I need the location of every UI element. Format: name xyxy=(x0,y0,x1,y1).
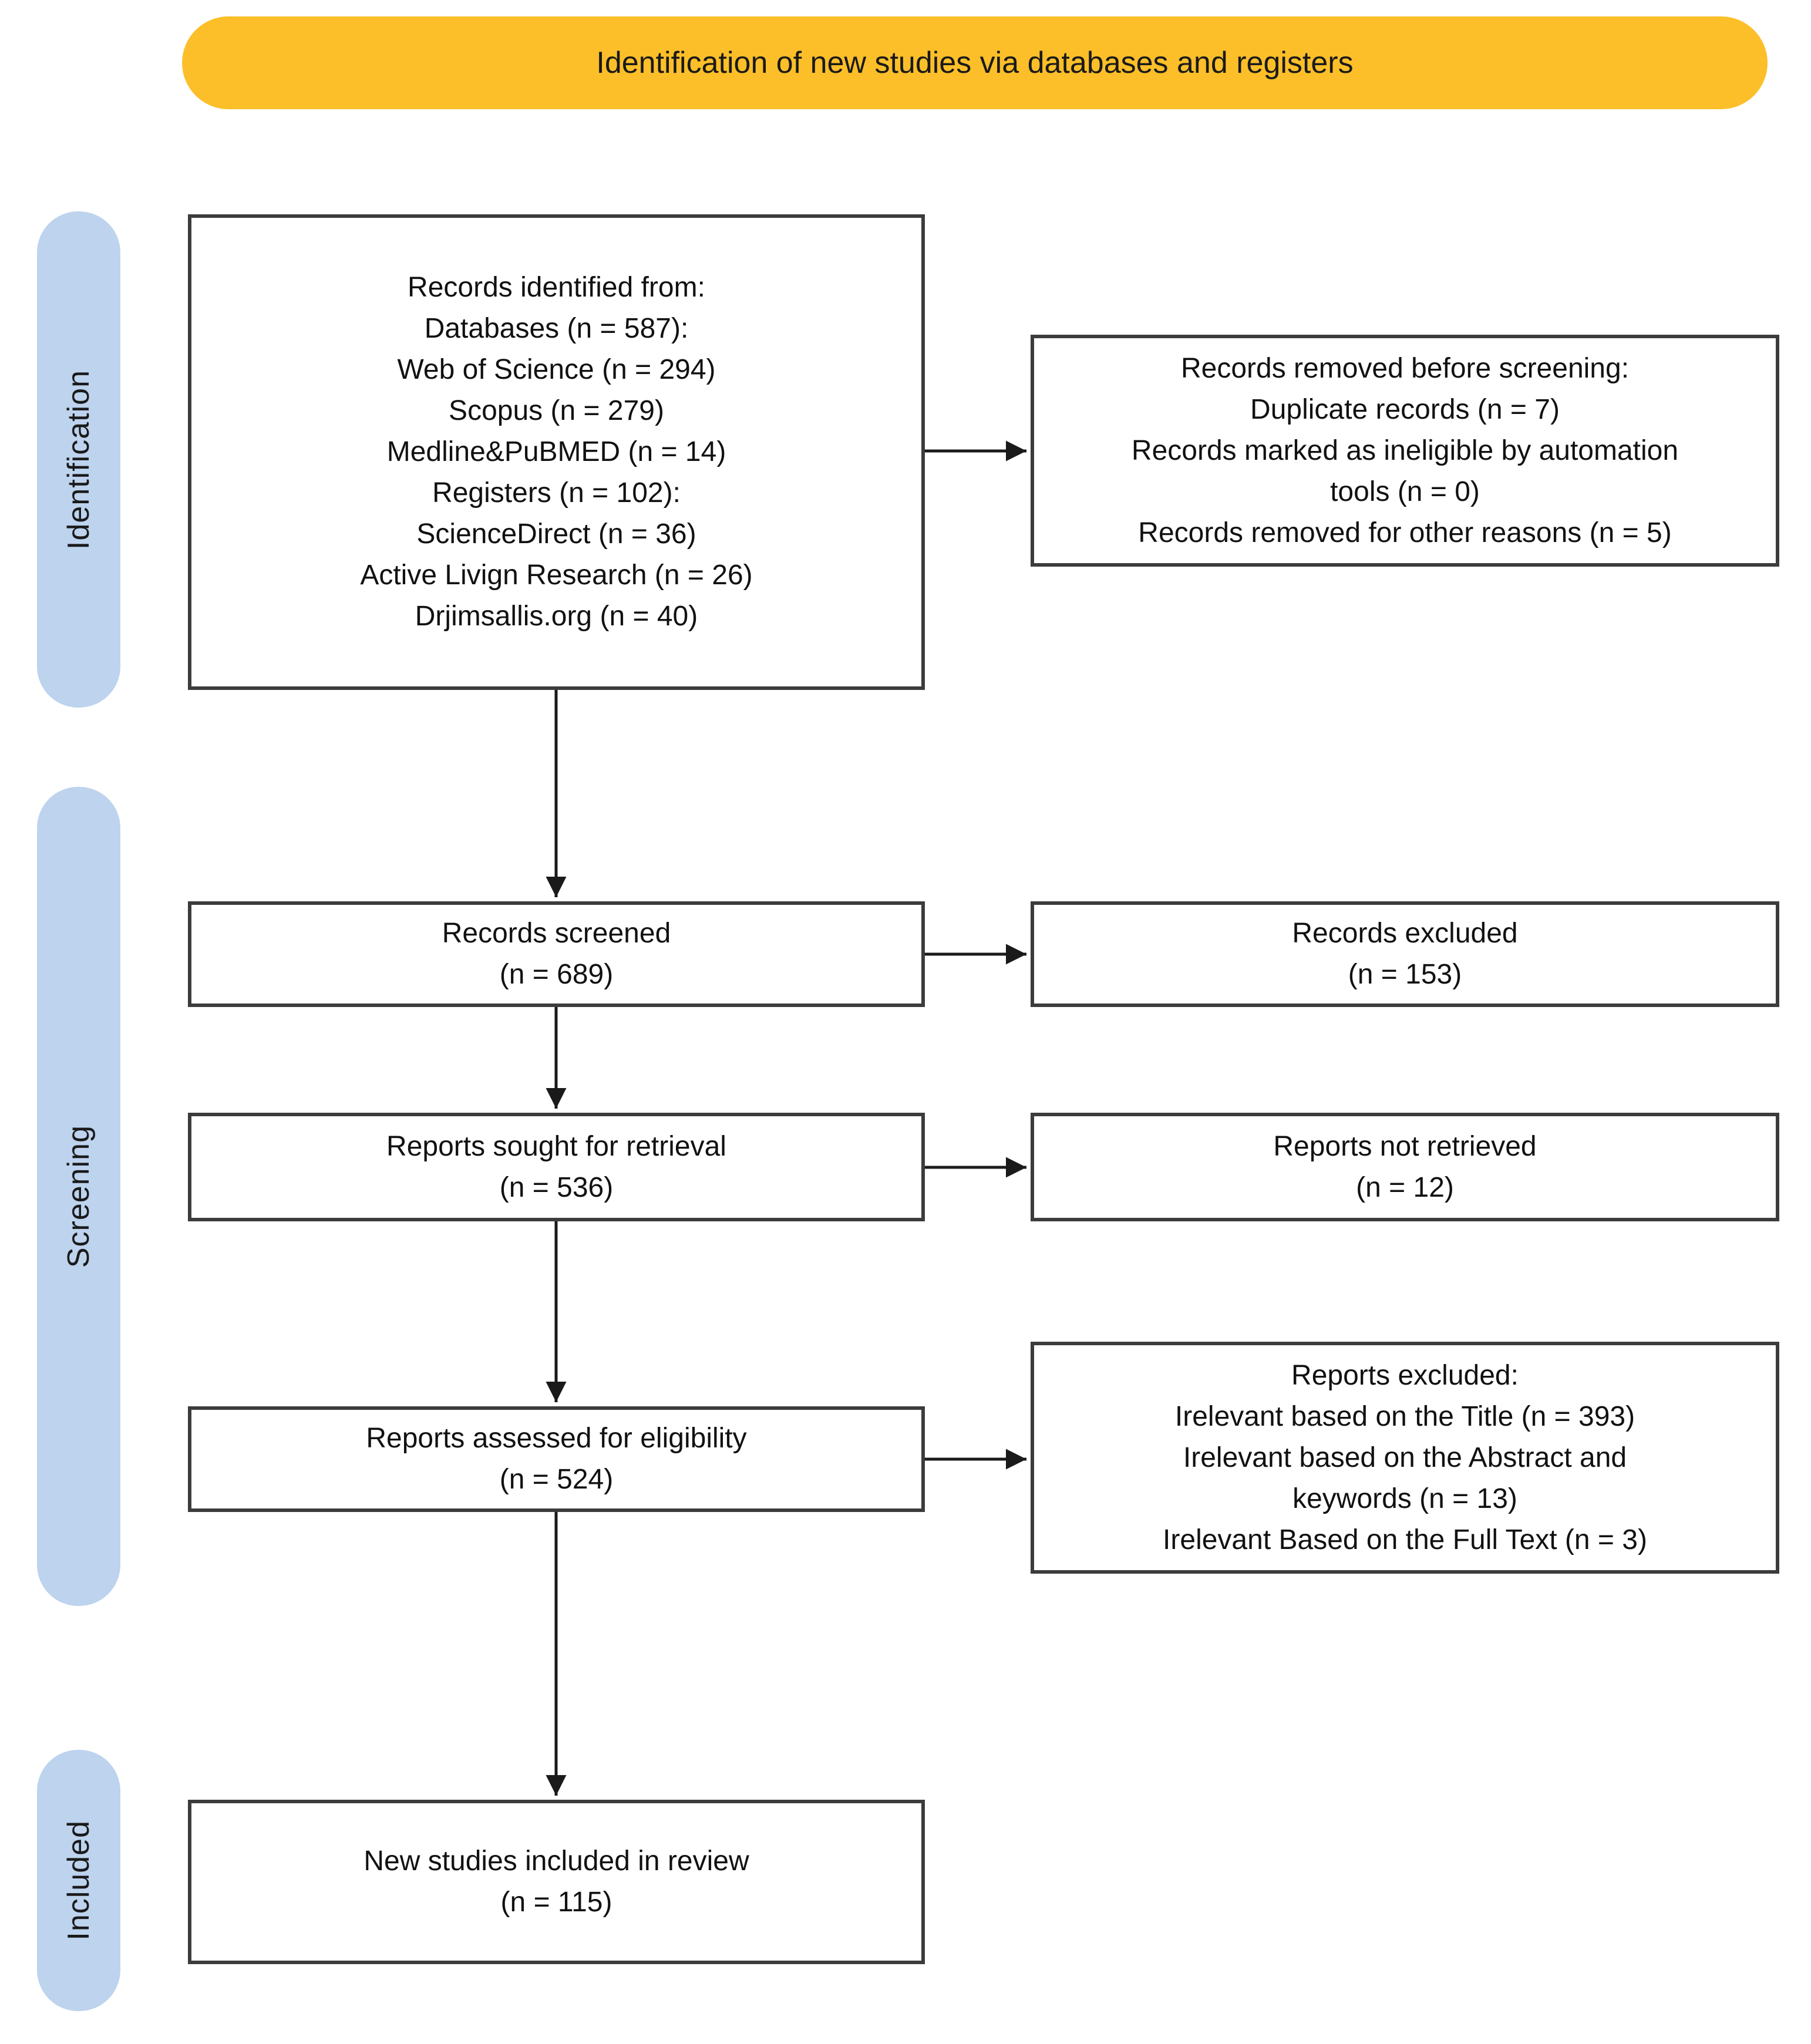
box-line: (n = 536) xyxy=(499,1171,614,1203)
box-line: Registers (n = 102): xyxy=(432,477,681,509)
box-line: Duplicate records (n = 7) xyxy=(1250,393,1560,425)
box-line: (n = 689) xyxy=(499,959,614,990)
stage-label-text: Identification xyxy=(62,369,96,550)
box-reports-assessed: Reports assessed for eligibility (n = 52… xyxy=(188,1406,925,1512)
box-line: tools (n = 0) xyxy=(1330,476,1480,507)
box-line: ScienceDirect (n = 36) xyxy=(416,518,696,550)
banner-title: Identification of new studies via databa… xyxy=(596,46,1354,80)
box-records-removed: Records removed before screening: Duplic… xyxy=(1031,335,1779,567)
box-line: Scopus (n = 279) xyxy=(449,395,664,426)
box-line: Records excluded xyxy=(1292,918,1518,949)
box-line: Medline&PuBMED (n = 14) xyxy=(386,436,726,467)
box-line: Reports assessed for eligibility xyxy=(366,1423,747,1454)
box-records-identified: Records identified from: Databases (n = … xyxy=(188,214,925,690)
box-new-studies-included: New studies included in review (n = 115) xyxy=(188,1800,925,1964)
stage-label-included: Included xyxy=(37,1750,120,2011)
box-reports-sought: Reports sought for retrieval (n = 536) xyxy=(188,1113,925,1221)
stage-label-text: Screening xyxy=(62,1124,96,1268)
stage-label-screening: Screening xyxy=(37,787,120,1606)
box-reports-not-retrieved: Reports not retrieved (n = 12) xyxy=(1031,1113,1779,1221)
box-line: New studies included in review xyxy=(363,1846,749,1877)
box-line: (n = 153) xyxy=(1348,959,1462,990)
box-line: Web of Science (n = 294) xyxy=(397,354,716,385)
box-line: Reports sought for retrieval xyxy=(386,1130,726,1162)
box-line: Databases (n = 587): xyxy=(424,313,689,344)
box-line: Reports excluded: xyxy=(1291,1359,1519,1391)
box-line: Active Livign Research (n = 26) xyxy=(360,560,753,591)
box-records-screened: Records screened (n = 689) xyxy=(188,901,925,1007)
box-line: Records removed for other reasons (n = 5… xyxy=(1138,517,1672,548)
box-line: (n = 524) xyxy=(499,1464,614,1495)
box-line: Irelevant based on the Title (n = 393) xyxy=(1174,1400,1635,1432)
banner: Identification of new studies via databa… xyxy=(182,16,1768,109)
box-records-excluded: Records excluded (n = 153) xyxy=(1031,901,1779,1007)
stage-label-text: Included xyxy=(62,1820,96,1941)
box-line: keywords (n = 13) xyxy=(1292,1483,1517,1514)
box-line: Records identified from: xyxy=(408,272,705,303)
stage-label-identification: Identification xyxy=(37,211,120,708)
box-line: Records marked as ineligible by automati… xyxy=(1131,435,1679,466)
box-line: (n = 12) xyxy=(1356,1171,1454,1203)
box-line: Records screened xyxy=(442,918,671,949)
box-line: Reports not retrieved xyxy=(1273,1130,1537,1162)
box-line: Irelevant based on the Abstract and xyxy=(1183,1442,1627,1473)
box-line: (n = 115) xyxy=(500,1887,612,1918)
box-line: Drjimsallis.org (n = 40) xyxy=(415,601,698,632)
box-line: Records removed before screening: xyxy=(1180,352,1630,384)
box-reports-excluded: Reports excluded: Irelevant based on the… xyxy=(1031,1342,1779,1574)
box-line: Irelevant Based on the Full Text (n = 3) xyxy=(1163,1524,1647,1555)
